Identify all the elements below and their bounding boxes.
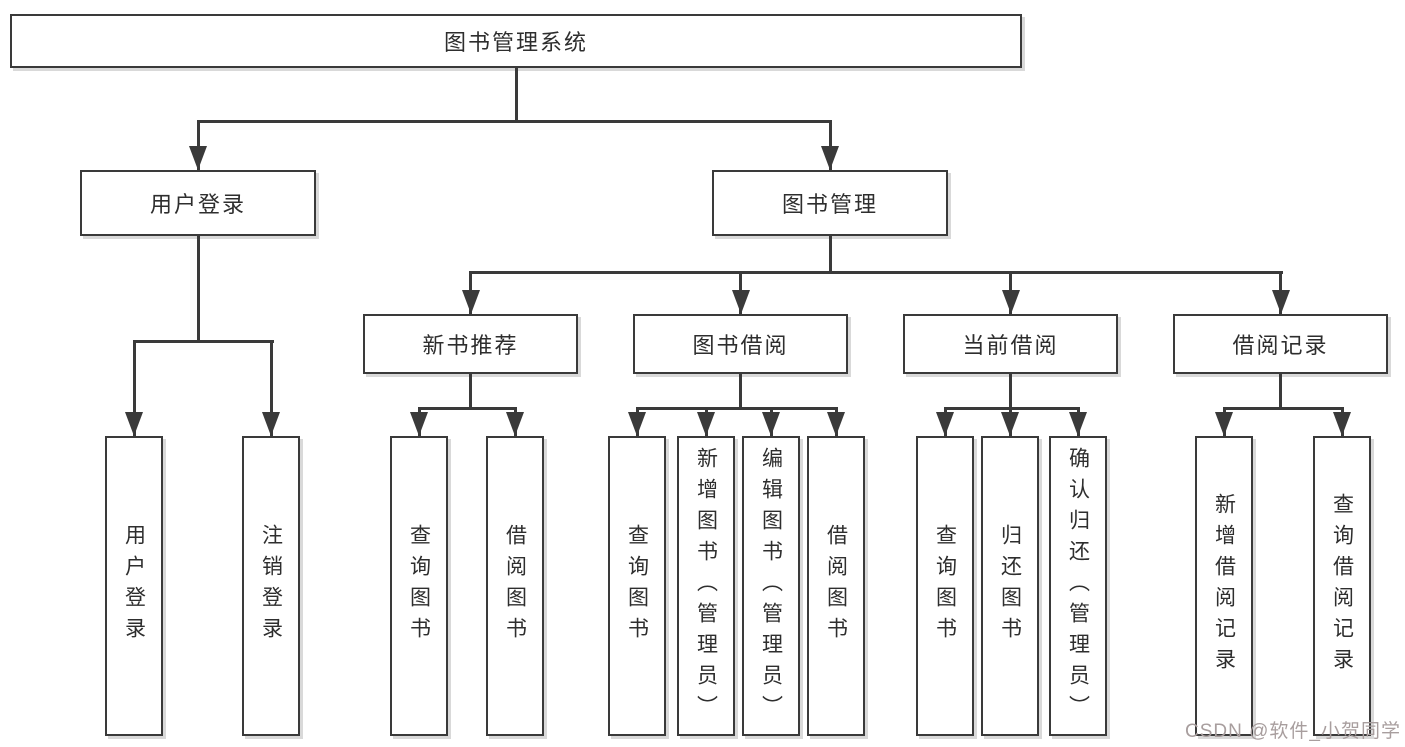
leaf-current-confirm-admin: 确认归还（管理员） <box>1049 436 1107 736</box>
leaf-newbook-query: 查询图书 <box>390 436 448 736</box>
leaf-borrow-add-admin-label: 新增图书（管理员） <box>694 446 718 726</box>
leaf-records-query: 查询借阅记录 <box>1313 436 1371 736</box>
arrow-down <box>1215 412 1233 436</box>
connector-drop-login <box>132 340 136 436</box>
arrow-down <box>189 146 207 170</box>
arrow-down <box>762 412 780 436</box>
leaf-borrow-edit-admin-label: 编辑图书（管理员） <box>759 446 783 726</box>
leaf-login-label: 用户登录 <box>122 524 146 648</box>
arrow-down <box>827 412 845 436</box>
arrow-down <box>732 290 750 314</box>
leaf-current-return: 归还图书 <box>981 436 1039 736</box>
leaf-newbook-borrow-label: 借阅图书 <box>503 524 527 648</box>
node-book-borrow: 图书借阅 <box>633 314 848 374</box>
connector-root-bus <box>196 120 832 123</box>
leaf-newbook-query-label: 查询图书 <box>407 524 431 648</box>
arrow-down <box>936 412 954 436</box>
arrow-down <box>628 412 646 436</box>
arrow-down <box>821 146 839 170</box>
node-book-borrow-label: 图书借阅 <box>692 333 789 358</box>
arrow-down <box>410 412 428 436</box>
arrow-down <box>262 412 280 436</box>
connector-records-stem <box>1279 374 1282 410</box>
leaf-logout-label: 注销登录 <box>259 524 283 648</box>
connector-drop-logout <box>269 340 273 436</box>
leaf-records-add-label: 新增借阅记录 <box>1212 493 1236 679</box>
leaf-current-query-label: 查询图书 <box>933 524 957 648</box>
connector-login-bus <box>132 340 274 343</box>
arrow-down <box>125 412 143 436</box>
leaf-newbook-borrow: 借阅图书 <box>486 436 544 736</box>
arrow-down <box>1272 290 1290 314</box>
connector-borrow-bus <box>635 407 838 410</box>
connector-mgmt-stem <box>828 236 832 274</box>
arrow-down <box>697 412 715 436</box>
connector-drop-book-management <box>828 120 832 170</box>
node-book-management: 图书管理 <box>712 170 948 236</box>
arrow-down <box>1333 412 1351 436</box>
leaf-records-query-label: 查询借阅记录 <box>1330 493 1354 679</box>
leaf-borrow-borrow: 借阅图书 <box>807 436 865 736</box>
connector-root-stem <box>514 68 518 120</box>
node-new-book-recommend: 新书推荐 <box>363 314 578 374</box>
connector-borrow-stem <box>739 374 742 410</box>
arrow-down <box>1069 412 1087 436</box>
leaf-borrow-edit-admin: 编辑图书（管理员） <box>742 436 800 736</box>
node-user-login-label: 用户登录 <box>149 192 246 217</box>
connector-drop-user-login <box>196 120 200 170</box>
node-borrow-records: 借阅记录 <box>1173 314 1388 374</box>
connector-mgmt-bus <box>469 271 1283 274</box>
leaf-current-query: 查询图书 <box>916 436 974 736</box>
node-borrow-records-label: 借阅记录 <box>1232 333 1329 358</box>
arrow-down <box>462 290 480 314</box>
arrow-down <box>1001 412 1019 436</box>
node-new-book-recommend-label: 新书推荐 <box>422 333 519 358</box>
leaf-current-confirm-admin-label: 确认归还（管理员） <box>1066 446 1090 726</box>
arrow-down <box>1002 290 1020 314</box>
leaf-borrow-query-label: 查询图书 <box>625 524 649 648</box>
leaf-records-add: 新增借阅记录 <box>1195 436 1253 736</box>
node-root: 图书管理系统 <box>10 14 1022 68</box>
connector-newbook-stem <box>469 374 472 410</box>
connector-current-stem <box>1009 374 1012 410</box>
node-user-login: 用户登录 <box>80 170 316 236</box>
connector-newbook-bus <box>417 407 517 410</box>
node-current-borrow-label: 当前借阅 <box>962 333 1059 358</box>
leaf-logout: 注销登录 <box>242 436 300 736</box>
leaf-borrow-add-admin: 新增图书（管理员） <box>677 436 735 736</box>
leaf-current-return-label: 归还图书 <box>998 524 1022 648</box>
leaf-login: 用户登录 <box>105 436 163 736</box>
node-book-management-label: 图书管理 <box>781 192 878 217</box>
csdn-watermark: CSDN @软件_小贺同学 <box>1185 721 1401 742</box>
connector-current-bus <box>943 407 1080 410</box>
leaf-borrow-borrow-label: 借阅图书 <box>824 524 848 648</box>
leaf-borrow-query: 查询图书 <box>608 436 666 736</box>
arrow-down <box>506 412 524 436</box>
connector-records-bus <box>1222 407 1344 410</box>
node-root-label: 图书管理系统 <box>443 30 588 55</box>
node-current-borrow: 当前借阅 <box>903 314 1118 374</box>
connector-login-stem <box>196 236 200 343</box>
